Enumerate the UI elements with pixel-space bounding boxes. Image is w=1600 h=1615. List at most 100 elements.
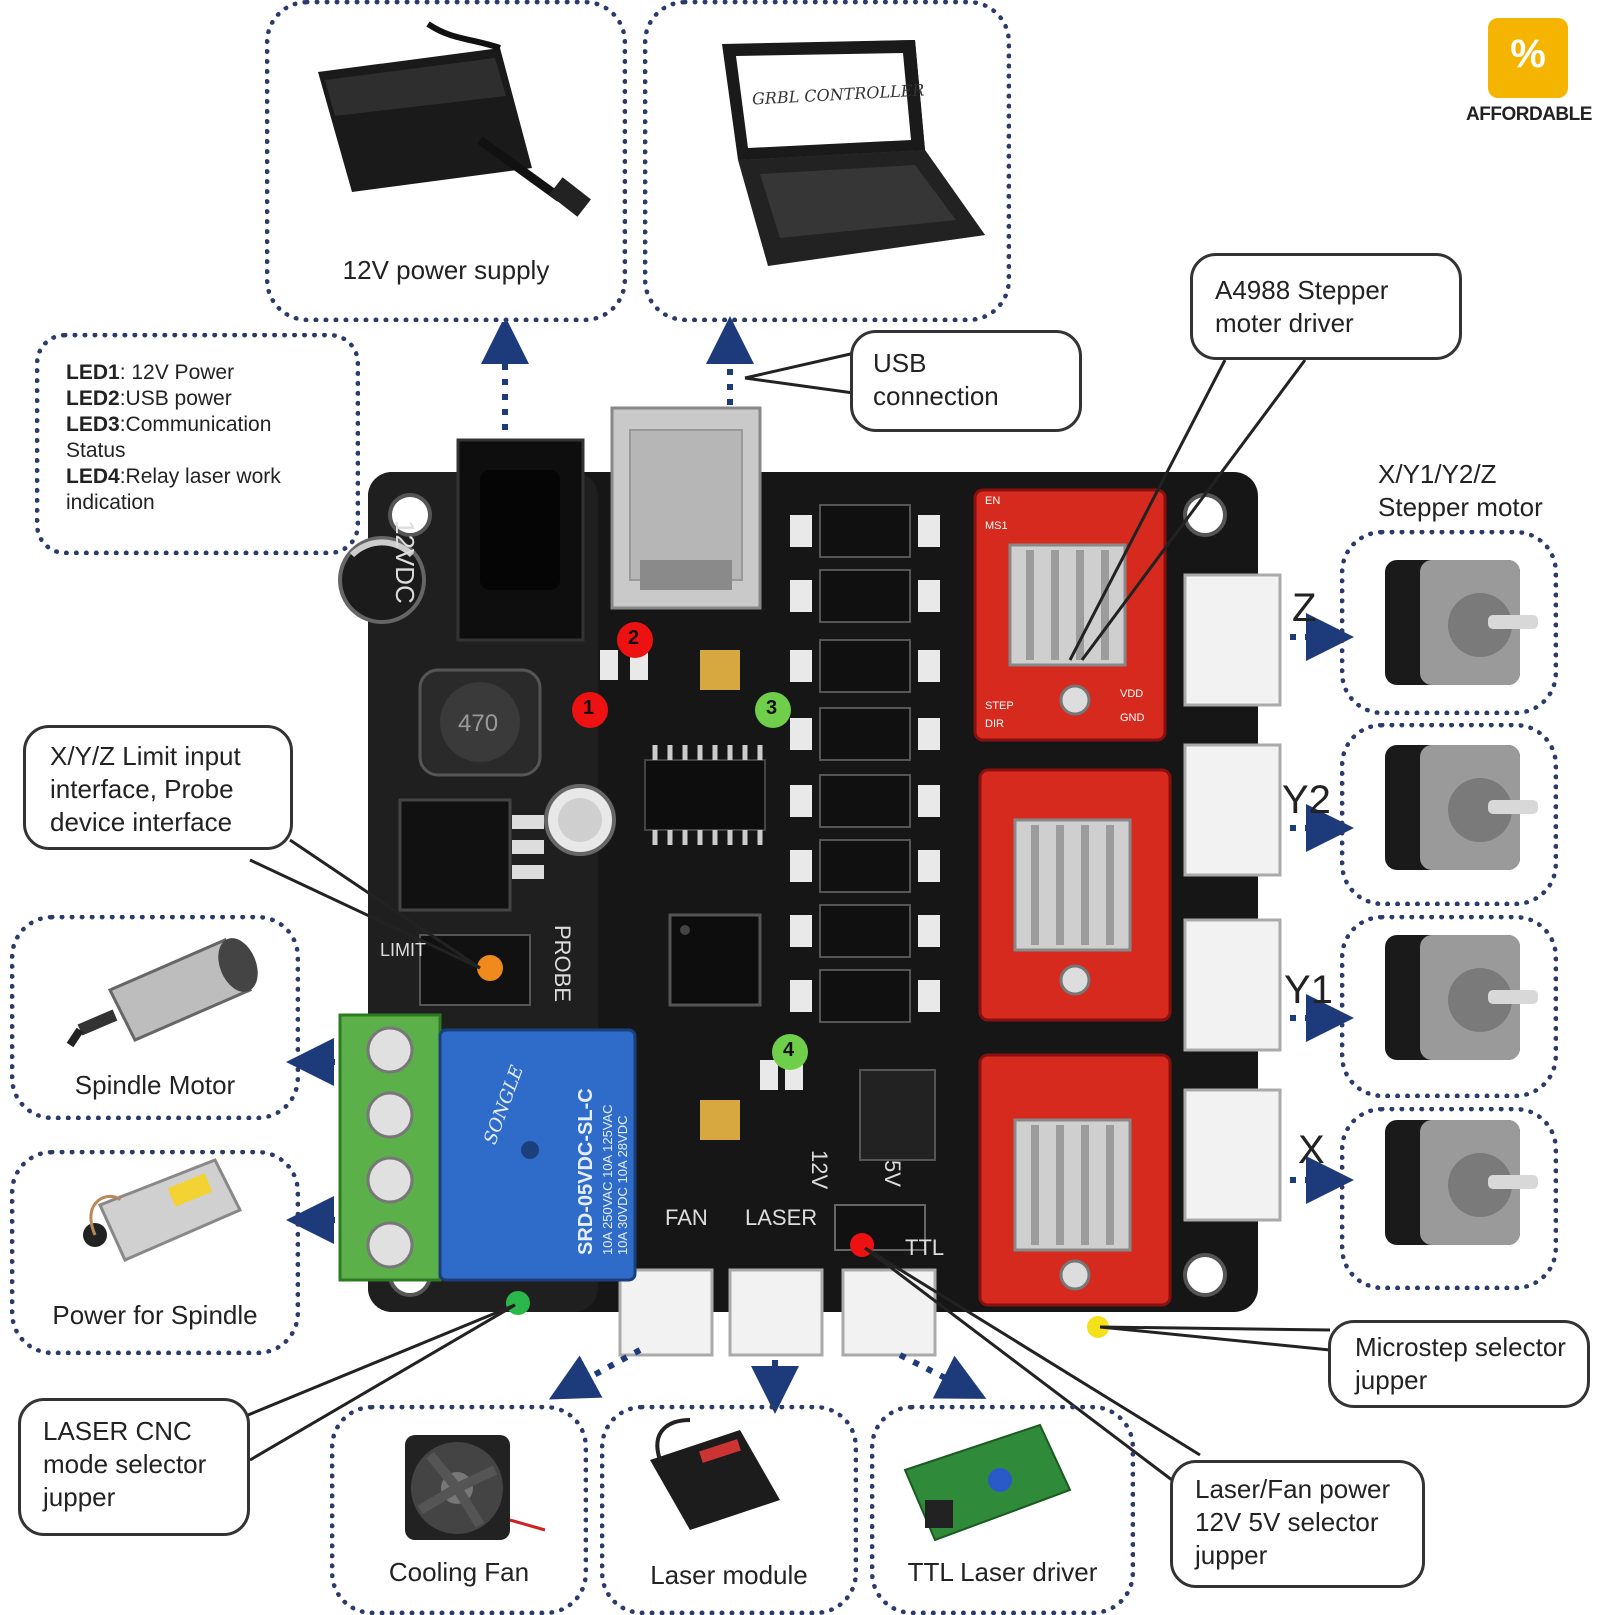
led2-desc: :USB power (119, 387, 232, 410)
led4-legend: LED4:Relay laser work indication (66, 464, 336, 516)
driver-pin-vdd: VDD (1120, 688, 1144, 700)
driver-pin-step: STEP (985, 700, 1014, 712)
led3-desc: :Communication Status (66, 413, 272, 462)
microstep-callout-text: Microstep selector jupper (1355, 1332, 1566, 1395)
spindle-motor-label: Spindle Motor (74, 1070, 236, 1100)
silk-12vdc: 12VDC (390, 520, 420, 604)
connection-lines (286, 316, 1354, 1414)
stepper-motor-x (1385, 1120, 1538, 1245)
stepper-motor-title: X/Y1/Y2/Z Stepper motor (1378, 459, 1543, 522)
stepper-motor-y2 (1385, 745, 1538, 870)
motor-box-y2 (1340, 723, 1558, 906)
led2-legend: LED2:USB power (66, 386, 336, 412)
dc-power-jack (456, 438, 585, 642)
a4988-callout-text: A4988 Stepper moter driver (1215, 275, 1389, 338)
silk-fan: FAN (665, 1205, 708, 1230)
silk-5v: 5V (880, 1160, 905, 1187)
power-supply-label: 12V power supply (342, 255, 550, 285)
laser-fan-power-callout: Laser/Fan power 12V 5V selector jupper (1170, 1460, 1425, 1588)
driver-pin-en: EN (985, 495, 1001, 507)
motor-connectors (1183, 573, 1282, 1222)
silk-ttl: TTL (905, 1235, 945, 1260)
cooling-fan-label: Cooling Fan (388, 1557, 530, 1587)
laser-cnc-callout: LASER CNC mode selector jupper (18, 1398, 250, 1536)
axis-label-y2: Y2 (1282, 778, 1331, 822)
spindle-power-illustration (83, 1158, 243, 1262)
a4988-callout: A4988 Stepper moter driver (1190, 253, 1462, 360)
usb-callout: USB connection (850, 330, 1082, 432)
laser-module-illustration (650, 1418, 780, 1530)
a4988-driver-y2 (978, 768, 1172, 1022)
affordable-text: AFFORDABLE (1466, 104, 1592, 125)
limit-probe-header (419, 934, 531, 1006)
led3-number: 3 (766, 697, 778, 719)
axis-label-y1: Y1 (1284, 968, 1333, 1012)
relay (438, 1028, 637, 1282)
laser-module-label: Laser module (650, 1560, 808, 1590)
laser-cnc-jumper-marker (506, 1291, 530, 1315)
cooling-fan-illustration (405, 1435, 546, 1540)
power-selector-jumper (834, 1204, 926, 1251)
stepper-motor-z (1385, 560, 1538, 685)
inductor-label: 470 (458, 710, 499, 737)
led3-marker (755, 692, 791, 728)
usb-b-connector (610, 406, 762, 610)
silk-probe: PROBE (550, 925, 575, 1003)
voltage-regulator (398, 798, 544, 912)
electrolytic-capacitor (338, 536, 426, 624)
axis-label-z: Z (1292, 586, 1317, 630)
bottom-connectors (618, 1268, 937, 1357)
led3-key: LED3 (66, 413, 120, 436)
cooling-fan-box: Cooling Fan (330, 1405, 588, 1615)
small-capacitor (544, 784, 616, 856)
spindle-motor-illustration (66, 938, 258, 1048)
axis-label-x: X (1298, 1128, 1325, 1172)
mosfet (859, 1069, 936, 1161)
silk-limit: LIMIT (380, 940, 427, 960)
driver-pin-ms1: MS1 (985, 520, 1008, 532)
silk-laser: LASER (745, 1205, 818, 1230)
led1-legend: LED1: 12V Power (66, 360, 336, 386)
relay-rating-1: 10A 250VAC 10A 125VAC (600, 1104, 615, 1255)
relay-model: SRD-05VDC-SL-C (575, 1088, 597, 1255)
laptop-box: GRBL CONTROLLER (643, 0, 1011, 322)
driver-pin-dir: DIR (985, 718, 1004, 730)
spindle-motor-box: Spindle Motor (10, 915, 300, 1120)
spindle-terminal-block (338, 1013, 442, 1282)
led4-marker (772, 1034, 808, 1070)
microcontroller-chip (668, 913, 762, 1007)
led4-desc: :Relay laser work indication (66, 465, 281, 514)
laser-cnc-callout-text: LASER CNC mode selector jupper (43, 1416, 207, 1512)
laser-module-box: Laser module (600, 1405, 858, 1615)
stepper-motor-y1 (1385, 935, 1538, 1060)
led4-key: LED4 (66, 465, 120, 488)
relay-rating-2: 10A 30VDC 10A 28VDC (615, 1115, 630, 1255)
driver-pin-gnd: GND (1120, 712, 1145, 724)
usb-serial-chip (644, 745, 766, 845)
spindle-power-box: Power for Spindle (10, 1150, 300, 1355)
led2-marker (617, 622, 653, 658)
ttl-driver-box: TTL Laser driver (870, 1405, 1135, 1615)
a4988-driver-x (978, 1053, 1172, 1307)
motor-box-y1 (1340, 915, 1558, 1098)
percent-icon: % (1510, 32, 1546, 76)
power-supply-box: 12V power supply (265, 0, 627, 322)
callout-leaders (247, 348, 1331, 1482)
led1-marker (572, 692, 608, 728)
led3-legend: LED3:Communication Status (66, 412, 336, 464)
optocoupler-array (819, 504, 911, 1023)
motor-box-z (1340, 530, 1558, 715)
led2-key: LED2 (66, 387, 120, 410)
usb-callout-text: USB connection (873, 348, 999, 411)
led1-desc: : 12V Power (119, 361, 235, 384)
microstep-jumper-marker (1087, 1316, 1109, 1338)
limit-callout-text: X/Y/Z Limit input interface, Probe devic… (50, 741, 241, 837)
ttl-driver-label: TTL Laser driver (907, 1557, 1098, 1587)
inductor-470 (418, 668, 542, 777)
motor-box-x (1340, 1107, 1558, 1290)
ttl-laser-driver-illustration (903, 1423, 1072, 1542)
led1-number: 1 (583, 697, 595, 719)
limit-callout: X/Y/Z Limit input interface, Probe devic… (23, 725, 293, 850)
affordable-badge: % (1488, 18, 1568, 98)
